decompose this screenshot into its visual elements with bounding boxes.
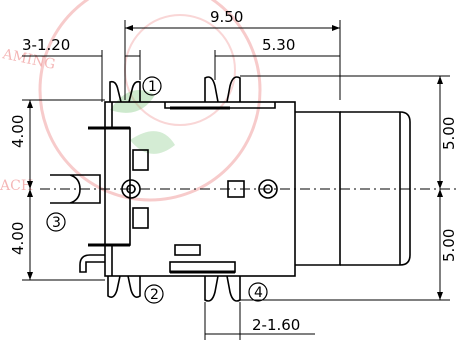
dim-right-offset: 5.30 [262,36,295,54]
pin-1-terminal [109,80,141,103]
holes [121,179,278,199]
pin-label-1: 1 [148,79,157,95]
pin-top-right-terminal [204,76,241,103]
watermark-lower: ACH [0,178,33,194]
dim-overall-length: 9.50 [210,8,243,26]
pin-label-3: 3 [52,215,61,231]
dim-right-upper: 5.00 [440,117,458,150]
dim-left-lower: 4.00 [9,222,27,255]
pin-callouts [46,76,268,304]
dimension-arrows [27,25,443,300]
inner-rails [88,106,235,274]
dim-pin-spacing-top: 3-1.20 [22,36,70,54]
dim-left-upper: 4.00 [9,115,27,148]
dim-bottom-pin-spacing: 2-1.60 [252,316,300,334]
pin-label-2: 2 [150,287,159,303]
housing [104,101,411,277]
pin-label-4: 4 [254,285,263,301]
left-hook [79,254,105,273]
dim-right-lower: 5.00 [440,229,458,262]
pin-4-terminal [204,275,241,302]
pin-2-terminal [107,275,141,298]
pin-3-terminal [50,174,101,204]
